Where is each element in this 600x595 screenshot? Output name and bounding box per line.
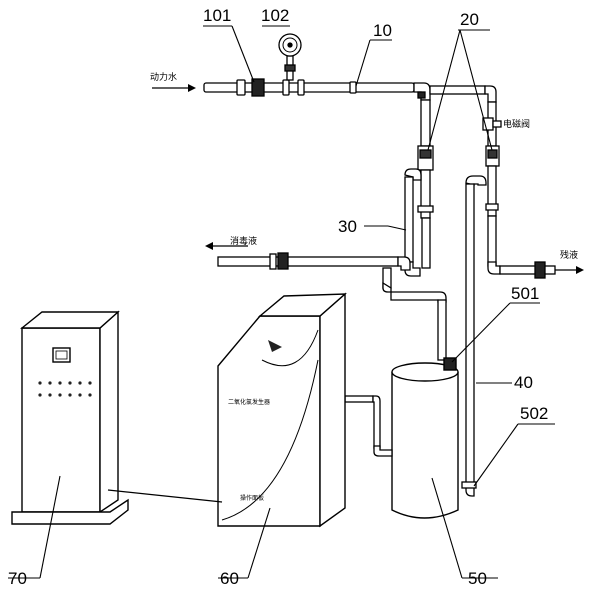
ref-70: 70: [8, 569, 27, 588]
control-buttons: [38, 381, 92, 397]
generator: [217, 292, 347, 528]
reference-numerals: 101 102 10 20 30 501 40 502 50 60 70: [8, 6, 548, 588]
solenoid-valve-label: 电磁阀: [503, 118, 530, 130]
ref-20: 20: [460, 10, 479, 29]
tank: [391, 357, 459, 519]
waste-label: 残液: [560, 249, 578, 261]
leader-lines: [8, 25, 555, 579]
disinfectant-arrow: 消毒液: [205, 235, 257, 250]
pressure-gauge: [278, 33, 302, 81]
ref-502: 502: [520, 404, 548, 423]
generator-title: 二氧化氯发生器: [228, 398, 270, 406]
waste-arrow: 残液: [555, 249, 584, 274]
ref-30: 30: [338, 217, 357, 236]
ref-60: 60: [220, 569, 239, 588]
power-water-label: 动力水: [150, 71, 177, 83]
ref-102: 102: [261, 6, 289, 25]
gen-to-tank-pipe: [344, 395, 393, 457]
disinfectant-label: 消毒液: [230, 235, 257, 247]
disinfectant-pipe: [217, 252, 447, 361]
cabinet-cable: [107, 489, 223, 503]
generator-bottom-label: 操作面板: [240, 494, 264, 502]
ref-40: 40: [514, 373, 533, 392]
main-pipe: [203, 78, 497, 103]
right-branch: [482, 101, 556, 279]
ref-501: 501: [511, 284, 539, 303]
ref-50: 50: [468, 569, 487, 588]
pipe-40: [461, 175, 487, 497]
power-water-arrow: 动力水: [150, 71, 196, 92]
left-branch: [417, 99, 434, 269]
control-cabinet: [11, 310, 129, 525]
ref-101: 101: [203, 6, 231, 25]
ref-10: 10: [373, 21, 392, 40]
